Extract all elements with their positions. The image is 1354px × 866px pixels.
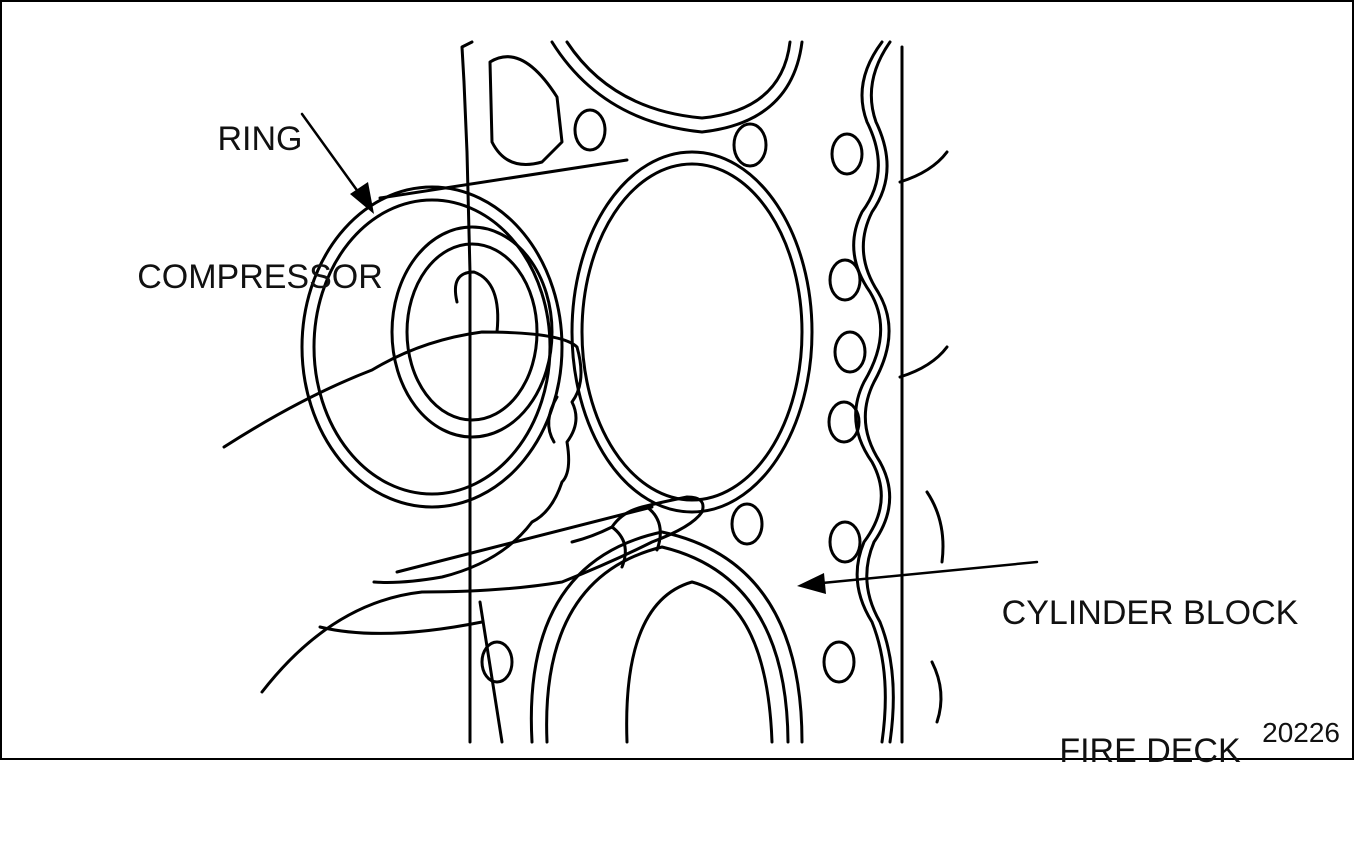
fire-deck-callout: CYLINDER BLOCK FIRE DECK <box>970 498 1330 866</box>
ring-compressor-arrowhead <box>350 182 374 214</box>
ring-compressor-callout: RING COMPRESSOR <box>110 24 410 392</box>
cylinder-block-fire-deck <box>460 40 949 744</box>
fire-deck-line1: CYLINDER BLOCK <box>1001 594 1299 632</box>
technician-hands <box>222 270 705 694</box>
fire-deck-arrowhead <box>797 573 826 594</box>
ring-compressor-line1: RING <box>217 120 303 158</box>
ring-compressor <box>300 150 814 574</box>
figure-frame: RING COMPRESSOR CYLINDER BLOCK FIRE DECK… <box>0 0 1354 770</box>
figure-number: 20226 <box>1262 717 1340 748</box>
engine-illustration <box>222 40 1039 744</box>
ring-compressor-line2: COMPRESSOR <box>137 258 383 296</box>
leader-lines <box>300 112 1039 586</box>
